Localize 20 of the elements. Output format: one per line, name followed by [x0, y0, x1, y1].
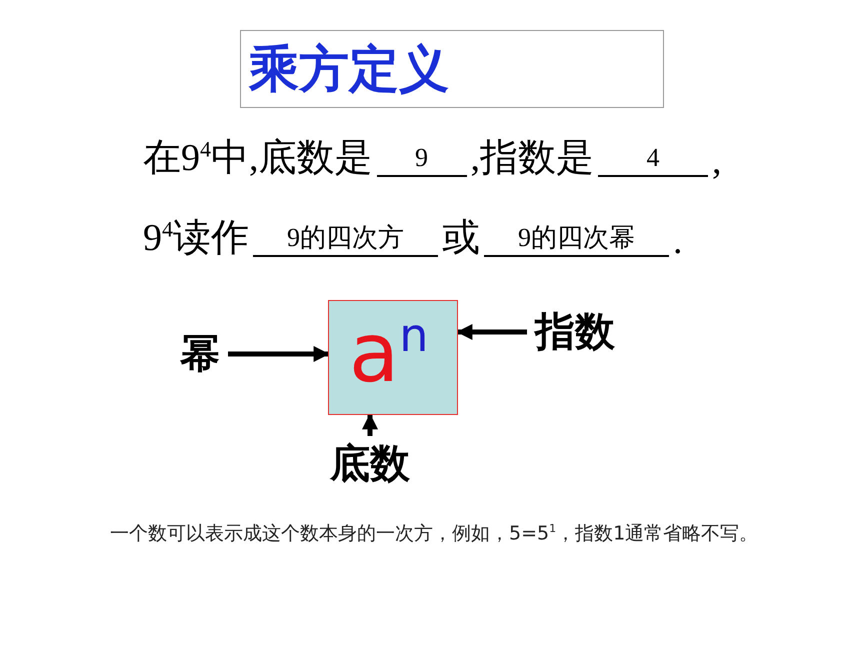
term-label: 幂: [180, 330, 220, 378]
arrow: [362, 413, 378, 436]
sentence-text: ,指数是: [470, 136, 594, 181]
arrow: [456, 324, 527, 340]
arrow: [228, 346, 330, 362]
term-label: 指数: [535, 308, 615, 356]
answer-line: 9的四次幂: [484, 221, 669, 257]
formula-box: [328, 300, 458, 415]
sentence-text: 在9$^{4}$中,底数是: [143, 135, 372, 181]
sentence-text: .: [673, 219, 682, 263]
slide-title: 乘方定义: [240, 30, 664, 108]
sentence-text: 或: [442, 216, 480, 261]
answer-line: 4: [598, 141, 708, 177]
answer-line: 9的四次方: [253, 221, 438, 257]
sentence-text: 9$^{4}$读作: [143, 215, 249, 261]
answer-line: 9: [376, 141, 466, 177]
note-text: 一个数可以表示成这个数本身的一次方，例如，5=5$^{1}$，指数1通常省略不写。: [110, 521, 760, 546]
term-label: 底数: [330, 440, 410, 488]
power-expression: a$^{n}$: [349, 309, 428, 403]
sentence-text: ,: [712, 139, 722, 183]
